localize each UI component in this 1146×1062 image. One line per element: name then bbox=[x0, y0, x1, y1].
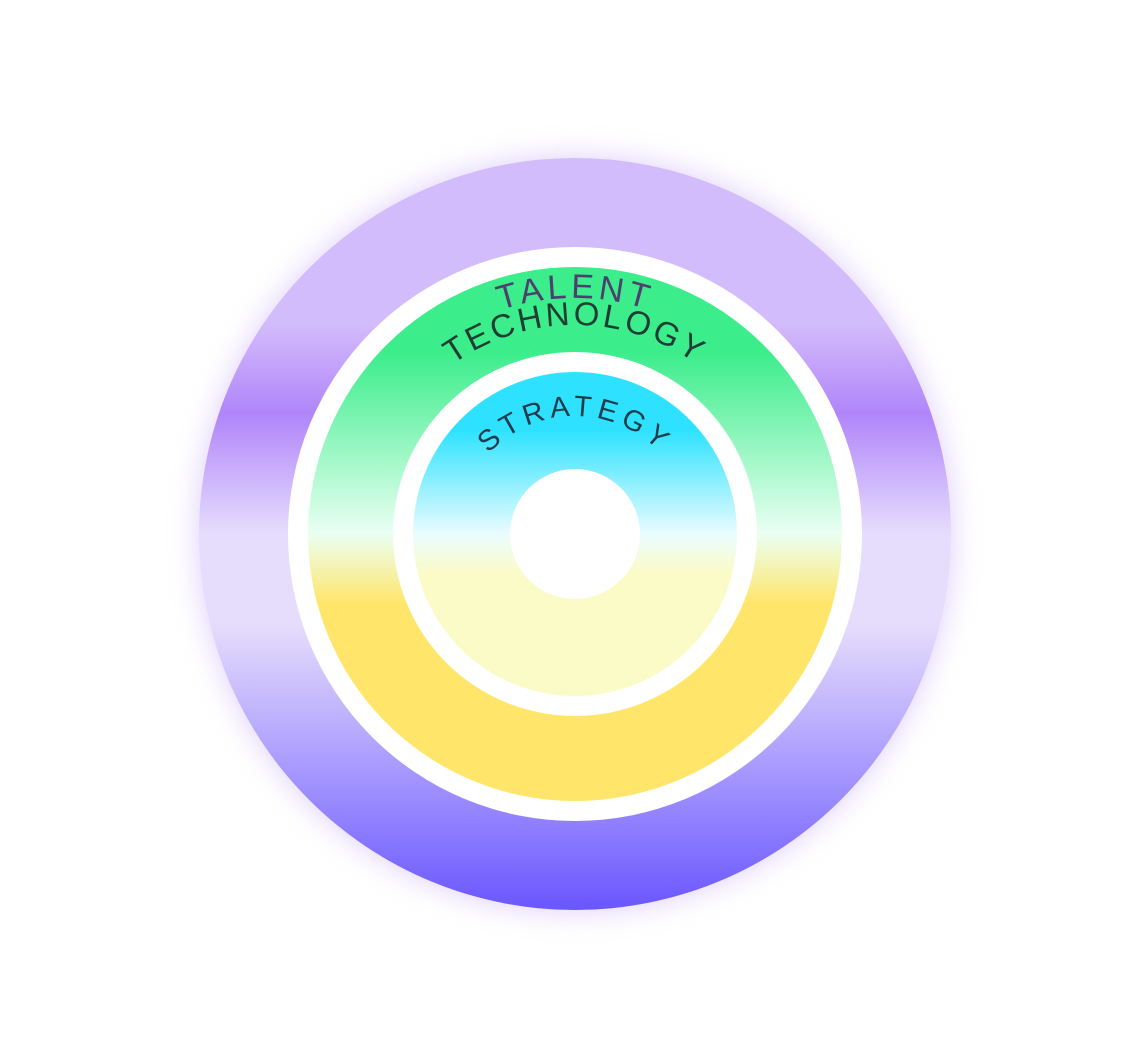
center-hole bbox=[510, 469, 640, 599]
